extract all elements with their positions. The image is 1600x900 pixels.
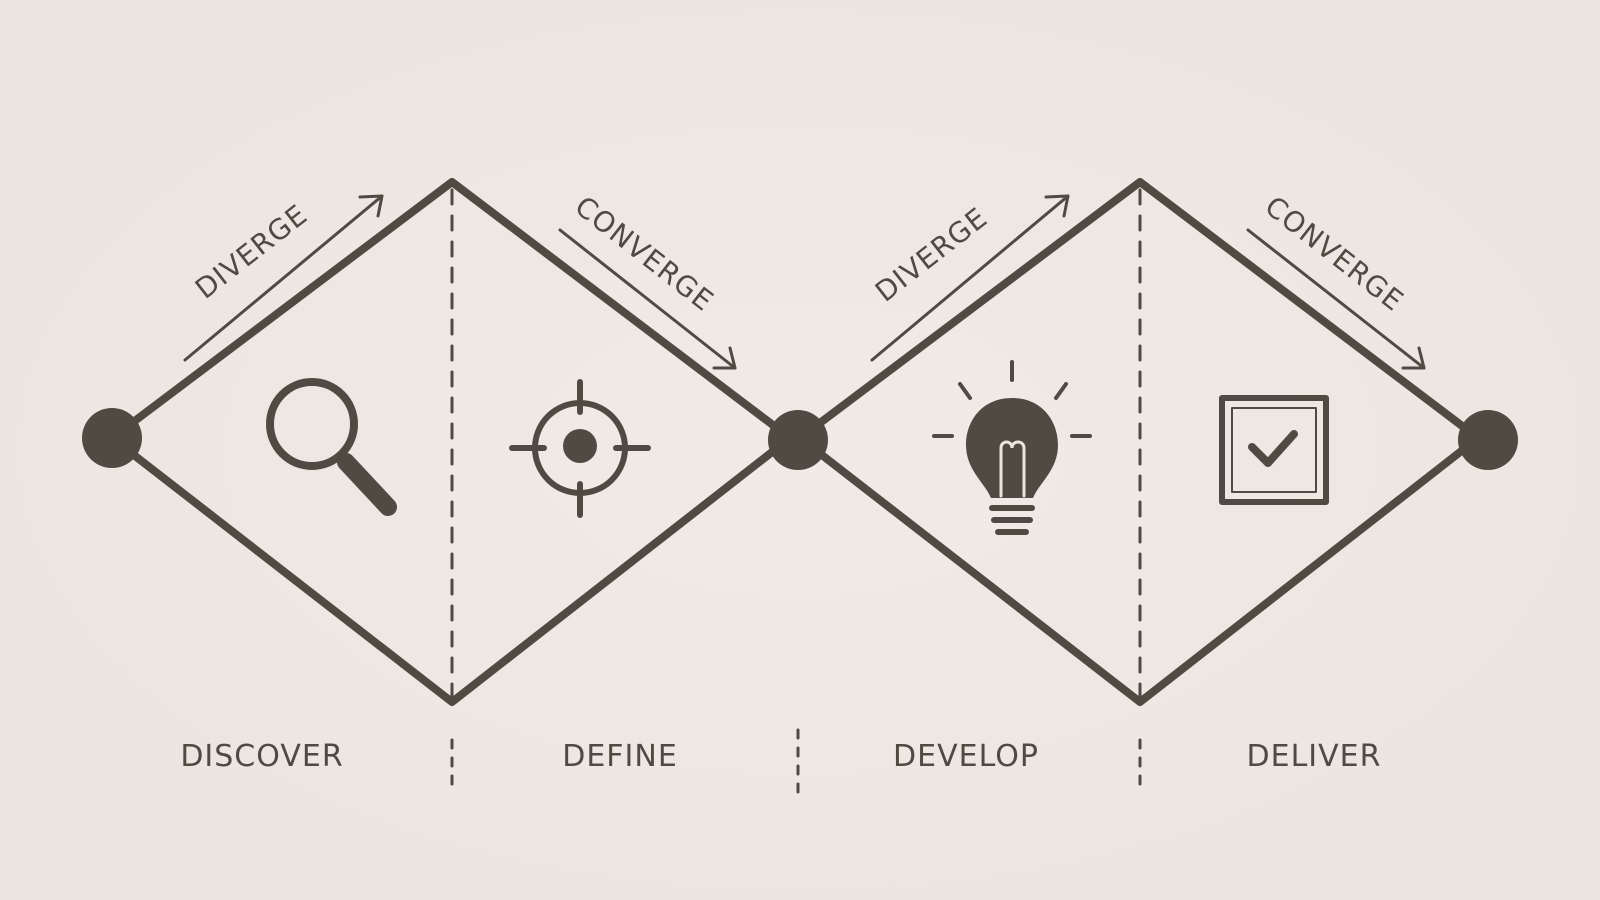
checkbox-icon — [1219, 395, 1329, 505]
phase-define-label: DEFINE — [562, 739, 678, 774]
start-node — [82, 408, 142, 468]
converge-arrow-2 — [1246, 228, 1426, 370]
end-node — [1458, 410, 1518, 470]
target-crosshair-icon — [509, 379, 651, 518]
phase-develop-label: DEVELOP — [893, 739, 1039, 774]
diverge-arrow-1 — [183, 194, 384, 362]
diverge-label-2: DIVERGE — [869, 201, 994, 309]
converge-arrow-1 — [558, 228, 737, 370]
magnifying-glass-icon — [266, 378, 397, 516]
light-bulb-icon — [932, 360, 1092, 535]
middle-node — [768, 410, 828, 470]
diverge-arrow-2 — [870, 194, 1070, 362]
phase-discover-label: DISCOVER — [180, 739, 343, 774]
phase-deliver-label: DELIVER — [1247, 739, 1382, 774]
diverge-label-1: DIVERGE — [189, 198, 314, 306]
